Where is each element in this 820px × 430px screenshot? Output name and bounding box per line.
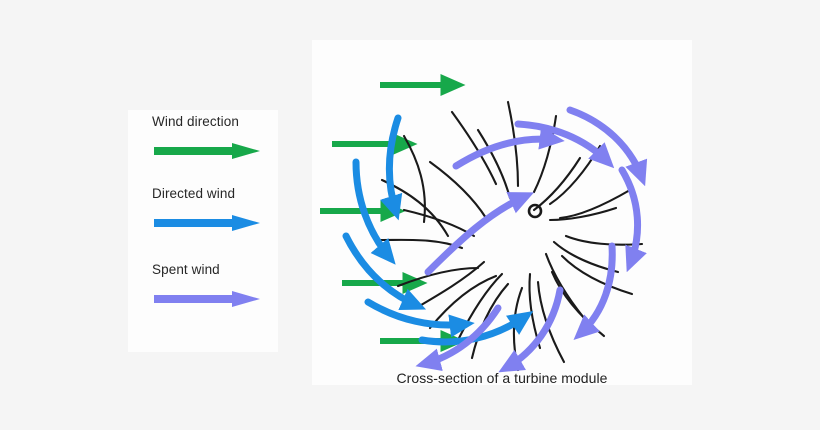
legend-item-directed-wind: Directed wind xyxy=(152,186,272,232)
turbine-hub-icon xyxy=(527,203,543,219)
spent-wind-arrow-group xyxy=(415,106,648,373)
legend-item-wind-direction: Wind direction xyxy=(152,114,272,160)
spent-wind-arrow xyxy=(452,126,565,170)
turbine-blade xyxy=(476,128,512,200)
legend-label-wind-direction: Wind direction xyxy=(152,114,239,129)
incoming-wind-arrow-group xyxy=(320,73,466,353)
spent-wind-arrow xyxy=(415,304,502,371)
turbine-blade xyxy=(428,160,488,220)
spent-wind-arrow xyxy=(498,286,564,373)
spent-wind-arrow xyxy=(424,192,535,276)
turbine-cross-section-svg xyxy=(320,73,648,373)
directed-wind-arrow xyxy=(352,158,396,265)
directed-wind-arrow xyxy=(380,114,403,221)
spent-wind-arrow xyxy=(618,166,647,273)
legend-item-spent-wind: Spent wind xyxy=(152,262,272,308)
turbine-blade xyxy=(560,254,634,296)
turbine-blade xyxy=(548,206,618,222)
turbine-blade xyxy=(558,188,632,220)
spent-wind-arrow xyxy=(514,120,615,169)
directed-wind-arrow xyxy=(364,298,475,338)
spent-wind-arrow xyxy=(573,242,616,340)
turbine-blade xyxy=(470,282,510,360)
legend-label-spent-wind: Spent wind xyxy=(152,262,220,277)
turbine-blade xyxy=(396,266,480,288)
diagram-caption: Cross-section of a turbine module xyxy=(396,370,608,386)
right-arrow-icon xyxy=(154,291,260,307)
directed-wind-arrow-group xyxy=(342,114,534,346)
legend-panel: Wind direction Directed wind Spent wind xyxy=(128,110,278,352)
turbine-diagram-panel xyxy=(312,40,692,385)
turbine-blade xyxy=(532,114,558,194)
turbine-blade xyxy=(548,144,602,206)
directed-wind-arrow xyxy=(342,232,427,311)
turbine-blade xyxy=(564,234,644,246)
legend-label-directed-wind: Directed wind xyxy=(152,186,236,201)
turbine-blade xyxy=(402,134,426,224)
right-arrow-icon xyxy=(154,143,260,159)
turbine-blade xyxy=(450,110,498,186)
spent-wind-arrow xyxy=(566,106,648,187)
turbine-blade xyxy=(544,252,586,320)
right-arrow-icon xyxy=(154,215,260,231)
